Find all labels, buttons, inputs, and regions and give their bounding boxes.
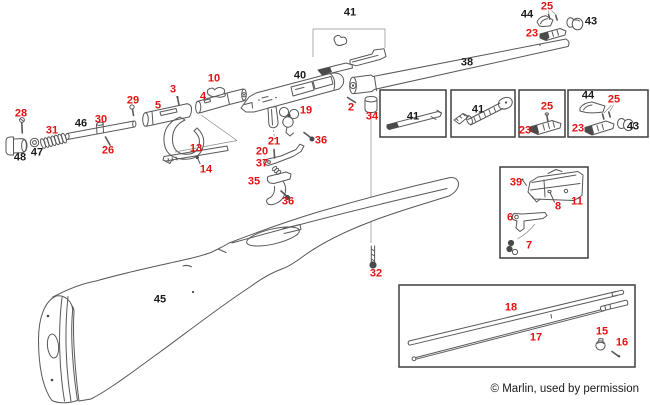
part-number-label-16: 16: [615, 336, 629, 349]
part-number-label-20: 20: [255, 145, 269, 158]
part-number-label-38: 38: [460, 56, 474, 69]
part-number-label-23: 23: [518, 124, 532, 137]
part-number-label-25: 25: [540, 100, 554, 113]
part-number-label-43: 43: [584, 15, 598, 28]
part-number-label-5: 5: [154, 99, 162, 112]
stock-drawing: [37, 177, 460, 404]
sight-inset-boxes: [379, 89, 649, 138]
part-number-label-4: 4: [199, 90, 207, 103]
part-number-label-29: 29: [126, 94, 140, 107]
part-number-label-23: 23: [571, 122, 585, 135]
part-number-label-37: 37: [255, 157, 269, 170]
part-number-label-32: 32: [369, 267, 383, 280]
part-number-label-48: 48: [13, 151, 27, 164]
part-number-label-23: 23: [525, 27, 539, 40]
part-number-label-8: 8: [554, 200, 562, 213]
copyright-notice: © Marlin, used by permission: [490, 383, 639, 395]
part-number-label-43: 43: [626, 120, 640, 133]
part-number-label-26: 26: [101, 144, 115, 157]
part-number-label-28: 28: [14, 107, 28, 120]
cleaning-rod-inset-box: [398, 284, 636, 368]
part-number-label-41: 41: [471, 103, 485, 116]
part-number-label-44: 44: [520, 8, 534, 21]
receiver-drawing: [240, 72, 345, 140]
part-number-label-19: 19: [299, 104, 313, 117]
part-number-label-11: 11: [571, 195, 583, 208]
part-number-label-40: 40: [293, 69, 307, 82]
part-number-label-25: 25: [540, 0, 554, 13]
part-number-label-21: 21: [267, 135, 281, 148]
bolt-assembly-drawing: [129, 87, 247, 160]
part-number-label-41: 41: [406, 110, 420, 123]
part-number-label-7: 7: [525, 239, 533, 252]
part-number-label-30: 30: [94, 113, 108, 126]
part-number-label-15: 15: [595, 325, 609, 338]
part-number-label-17: 17: [529, 331, 543, 344]
ejector-drawing: [162, 114, 238, 164]
part-number-label-25: 25: [607, 93, 621, 106]
part-number-label-31: 31: [45, 124, 59, 137]
part-number-label-36: 36: [281, 195, 295, 208]
part-number-label-13: 13: [189, 142, 203, 155]
part-number-label-47: 47: [30, 146, 44, 159]
part-number-label-34: 34: [365, 110, 379, 123]
part-number-label-45: 45: [153, 293, 167, 306]
part-number-label-3: 3: [169, 83, 177, 96]
trigger-group-drawing: [263, 106, 315, 206]
part-number-label-35: 35: [247, 175, 261, 188]
part-number-label-2: 2: [347, 101, 355, 114]
bolt-spring-assembly-drawing: [5, 117, 137, 156]
part-number-label-36: 36: [314, 134, 328, 147]
part-number-label-18: 18: [504, 301, 518, 314]
inner-parts-inset-box: [499, 166, 589, 259]
part-number-label-41: 41: [343, 6, 357, 19]
part-number-label-44: 44: [581, 89, 595, 102]
rear-sight-bracket-drawing: [312, 28, 387, 76]
front-sight-cluster-drawing: [536, 10, 584, 41]
part-number-label-39: 39: [509, 176, 523, 189]
part-number-label-46: 46: [74, 117, 88, 130]
barrel-drawing: [346, 38, 570, 104]
part-number-label-6: 6: [506, 211, 514, 224]
part-number-label-14: 14: [199, 163, 213, 176]
part-number-label-10: 10: [207, 72, 221, 85]
